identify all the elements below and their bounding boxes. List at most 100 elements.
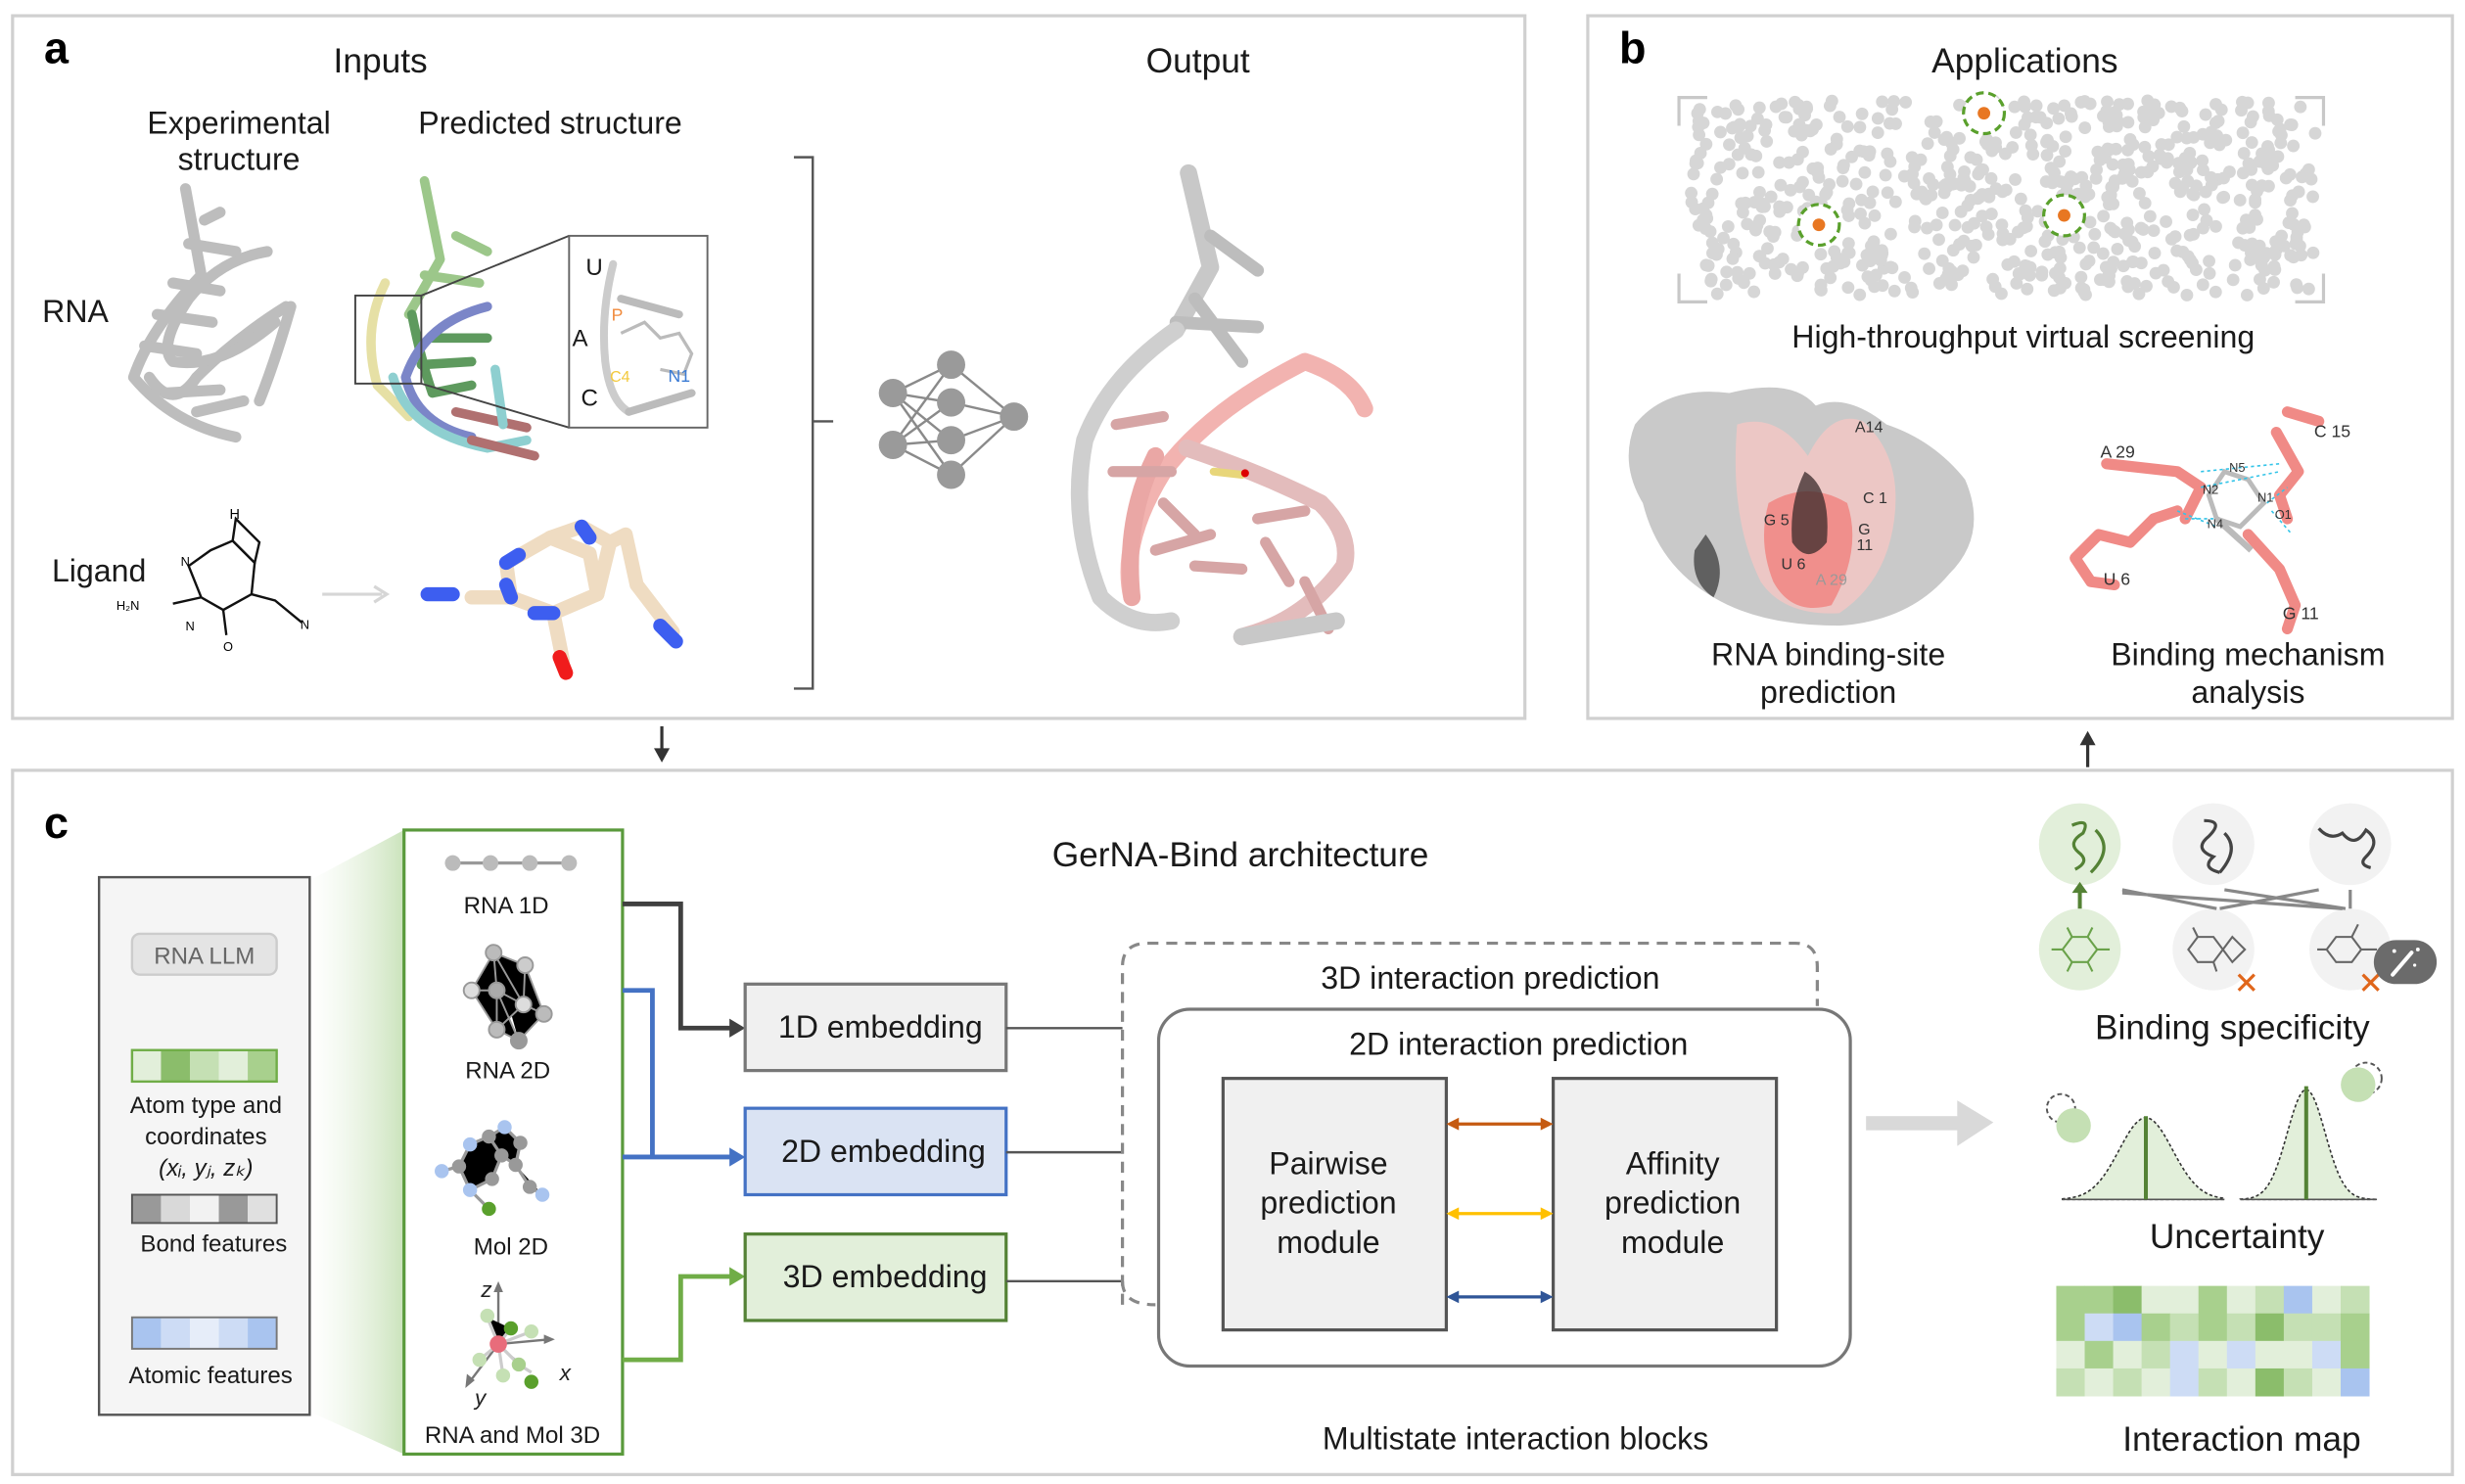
heatmap-cell — [2169, 1340, 2200, 1369]
compound-dot — [2236, 126, 2250, 140]
compound-dot — [2256, 179, 2268, 193]
compound-library-dots — [1685, 94, 2322, 301]
compound-dot — [2029, 99, 2043, 113]
compound-dot — [2107, 255, 2120, 269]
compound-dot — [1879, 168, 1892, 182]
distribution-narrow — [2239, 1088, 2378, 1201]
compound-dot — [1871, 112, 1884, 125]
inset-atom-p: P — [612, 305, 624, 325]
routing-arrows — [622, 901, 733, 1363]
compound-dot — [1727, 237, 1741, 251]
heatmap-cell — [2056, 1340, 2086, 1369]
compound-dot — [1720, 265, 1734, 279]
compound-dot — [2149, 266, 2163, 280]
compound-dot — [2009, 125, 2023, 139]
compound-dot — [1766, 230, 1780, 243]
ligand-atom-n2: N — [185, 619, 194, 633]
compound-dot — [2104, 188, 2117, 202]
compound-dot — [2236, 166, 2250, 180]
ligand-label: Ligand — [52, 553, 146, 588]
compound-dot — [1858, 165, 1872, 179]
compound-dot — [1854, 208, 1867, 220]
zoom-connector-top — [421, 235, 570, 297]
compound-dot — [2106, 158, 2119, 171]
compound-dot — [2059, 130, 2072, 144]
residue-label: G 5 — [1764, 511, 1790, 529]
compound-dot — [1836, 174, 1849, 188]
compound-dot — [1979, 220, 1993, 234]
heatmap-cell — [2226, 1285, 2256, 1315]
heatmap-cell — [2141, 1285, 2171, 1315]
compound-dot — [2121, 116, 2135, 129]
heatmap-cell — [2113, 1313, 2143, 1342]
compound-dot — [2103, 143, 2116, 157]
heatmap-cell — [2113, 1368, 2143, 1397]
compound-dot — [1961, 220, 1975, 234]
compound-dot — [2302, 162, 2315, 176]
heatmap-cell — [2198, 1313, 2228, 1342]
compound-dot — [1761, 242, 1774, 255]
network-node — [1000, 402, 1029, 432]
compound-dot — [2196, 154, 2209, 167]
heatmap-cell — [2340, 1313, 2370, 1342]
axis-x-label: x — [559, 1361, 572, 1385]
rna-llm-pill — [130, 932, 278, 976]
compound-dot — [1888, 195, 1902, 209]
network-node — [937, 350, 966, 380]
compound-dot — [2121, 223, 2135, 237]
compound-dot — [2125, 174, 2139, 188]
compound-dot — [1825, 94, 1838, 108]
cross-icon — [2237, 973, 2380, 992]
pairwise-label-2: prediction — [1260, 1185, 1396, 1221]
compound-dot — [1747, 285, 1761, 299]
panel-a-frame — [11, 14, 1527, 720]
compound-dot — [1914, 153, 1928, 166]
rna-mol-3d-label: RNA and Mol 3D — [425, 1422, 600, 1449]
compound-dot — [2302, 282, 2315, 296]
compound-dot — [1691, 157, 1704, 170]
compound-dot — [1736, 166, 1749, 180]
inset-letter-c: C — [581, 385, 598, 411]
arrowhead-2d — [729, 1147, 746, 1167]
binding-specificity-label: Binding specificity — [2095, 1009, 2370, 1047]
compound-dot — [2262, 143, 2276, 157]
compound-dot — [1814, 278, 1828, 292]
compound-dot — [1887, 284, 1901, 298]
compound-dot — [2249, 196, 2262, 209]
compound-dot — [1953, 131, 1966, 145]
mechanism-caption-1: Binding mechanism — [2111, 636, 2385, 672]
interaction-3d-frame — [1120, 941, 1819, 1305]
output-rna-complex — [1070, 163, 1373, 646]
magic-wand-button[interactable] — [2373, 940, 2438, 985]
rna-1d-label: RNA 1D — [464, 893, 549, 919]
compound-dot — [2245, 178, 2258, 192]
compound-dot — [1764, 190, 1778, 204]
interaction-2d-block: 2D interaction prediction Pairwise predi… — [1156, 1007, 1852, 1368]
network-node — [878, 431, 907, 459]
compound-dot — [2083, 215, 2097, 229]
compound-dot — [1760, 134, 1774, 148]
binding-site-caption-1: RNA binding-site — [1711, 636, 1945, 672]
compound-dot — [2170, 130, 2184, 144]
compound-dot — [2088, 227, 2102, 241]
heatmap-cell — [2169, 1313, 2200, 1342]
zoom-region-box — [353, 294, 423, 385]
residue-label: G 11 — [2283, 604, 2319, 624]
compound-dot — [2128, 240, 2142, 254]
compound-dot — [2209, 219, 2222, 233]
zoom-connector-bottom — [421, 382, 570, 429]
compound-dot — [2267, 275, 2280, 289]
compound-dot — [1685, 186, 1698, 200]
compound-dot — [1841, 281, 1855, 295]
compound-dot — [1693, 103, 1706, 116]
heatmap-cell — [2283, 1340, 2313, 1369]
compound-dot — [2271, 150, 2285, 163]
heatmap-cell — [2311, 1313, 2342, 1342]
atom-label: N2 — [2203, 482, 2218, 496]
arrowhead-3d — [729, 1267, 746, 1286]
compound-dot — [1819, 188, 1833, 202]
compound-dot — [1837, 162, 1850, 174]
magic-wand-icon — [2391, 951, 2414, 977]
compound-dot — [2067, 171, 2080, 185]
ligand-2d-structure — [172, 516, 303, 635]
